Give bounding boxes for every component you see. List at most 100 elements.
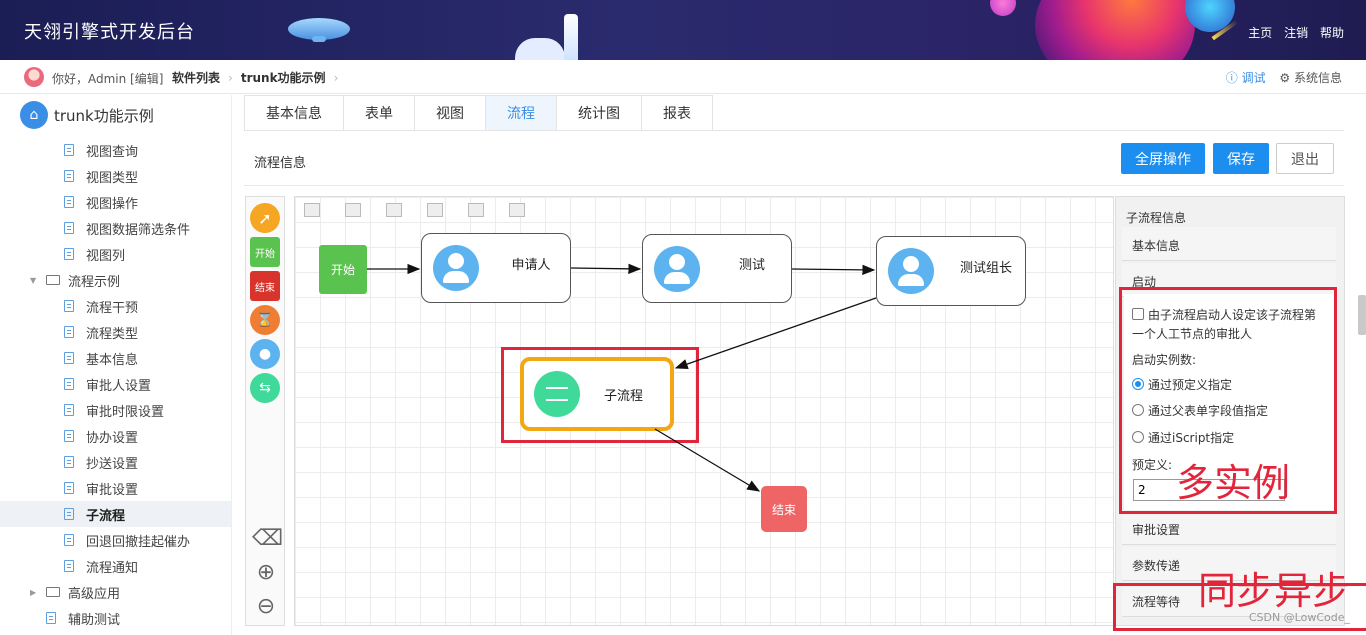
caret-right-icon[interactable]: ▶ <box>30 587 37 597</box>
sidebar-item[interactable]: ▼流程示例 <box>0 267 231 293</box>
sidebar-item-label: 审批时限设置 <box>86 404 165 420</box>
radio-label: 通过父表单字段值指定 <box>1148 404 1269 418</box>
document-icon <box>64 430 74 442</box>
radio-iscript-row[interactable]: 通过iScript指定 <box>1132 429 1234 446</box>
debug-label: 调试 <box>1241 71 1266 85</box>
sidebar-item[interactable]: 回退回撤挂起催办 <box>0 527 231 553</box>
exit-button[interactable]: 退出 <box>1276 143 1334 174</box>
user-node-icon[interactable]: ● <box>250 339 280 369</box>
sidebar-item[interactable]: ▶高级应用 <box>0 579 231 605</box>
radio-parent-field[interactable] <box>1132 404 1144 416</box>
tab[interactable]: 统计图 <box>557 95 642 131</box>
chevron-right-icon: › <box>228 71 233 85</box>
tower-illustration <box>564 14 578 60</box>
sidebar-item-label: 子流程 <box>86 508 126 524</box>
flow-node-subflow[interactable]: 子流程 <box>520 357 674 431</box>
flow-node-start[interactable]: 开始 <box>319 245 367 294</box>
arrow-icon[interactable]: ➚ <box>250 203 280 233</box>
breadcrumb-software-list[interactable]: 软件列表 <box>172 71 221 85</box>
tab[interactable]: 基本信息 <box>244 95 344 131</box>
assign-checkbox-row[interactable]: 由子流程启动人设定该子流程第 <box>1132 306 1316 323</box>
sidebar-item[interactable]: 基本信息 <box>0 345 231 371</box>
radio-predefined-row[interactable]: 通过预定义指定 <box>1132 376 1232 393</box>
align-top-icon[interactable] <box>427 203 443 217</box>
sidebar-item[interactable]: 流程类型 <box>0 319 231 345</box>
save-button[interactable]: 保存 <box>1213 143 1269 174</box>
radio-parent-field-row[interactable]: 通过父表单字段值指定 <box>1132 402 1268 419</box>
sidebar-item-label: 视图数据筛选条件 <box>86 222 191 238</box>
align-center-icon[interactable] <box>345 203 361 217</box>
document-icon <box>64 326 74 338</box>
planet-illustration <box>990 0 1016 16</box>
system-info-label: 系统信息 <box>1293 71 1342 85</box>
sidebar-item[interactable]: 协办设置 <box>0 423 231 449</box>
flow-node-leader[interactable]: 测试组长 <box>876 236 1026 306</box>
flow-node-test[interactable]: 测试 <box>642 234 792 303</box>
node-palette: ➚ 开始 结束 ⌛ ● ⇆ ⌫ ⊕ ⊖ <box>245 196 285 626</box>
flow-node-end[interactable]: 结束 <box>761 486 807 532</box>
panel-section-approval[interactable]: 审批设置 <box>1122 511 1336 545</box>
help-link[interactable]: 帮助 <box>1319 26 1344 40</box>
sidebar-item[interactable]: 视图类型 <box>0 163 231 189</box>
radio-predefined[interactable] <box>1132 378 1144 390</box>
panel-section-params[interactable]: 参数传递 <box>1122 547 1336 581</box>
sidebar-item-label: 视图类型 <box>86 170 139 186</box>
radio-iscript[interactable] <box>1132 431 1144 443</box>
sidebar-item[interactable]: 视图列 <box>0 241 231 267</box>
document-icon <box>64 222 74 234</box>
align-bottom-icon[interactable] <box>509 203 525 217</box>
subflow-node-icon[interactable]: ⇆ <box>250 373 280 403</box>
palette-end[interactable]: 结束 <box>250 271 280 301</box>
panel-section-launch[interactable]: 启动 <box>1122 263 1336 297</box>
user-icon <box>433 245 479 291</box>
eraser-icon[interactable]: ⌫ <box>252 526 284 551</box>
sidebar-item[interactable]: 视图查询 <box>0 137 231 163</box>
panel-section-wait[interactable]: 流程等待 <box>1122 583 1336 617</box>
home-link[interactable]: 主页 <box>1248 26 1273 40</box>
sidebar-item[interactable]: 视图操作 <box>0 189 231 215</box>
sidebar-item[interactable]: 抄送设置 <box>0 449 231 475</box>
align-middle-icon[interactable] <box>468 203 484 217</box>
sidebar-item-label: 辅助测试 <box>68 612 121 628</box>
tab[interactable]: 表单 <box>344 95 415 131</box>
palette-start[interactable]: 开始 <box>250 237 280 267</box>
zoom-in-icon[interactable]: ⊕ <box>256 560 276 585</box>
align-right-icon[interactable] <box>386 203 402 217</box>
logout-link[interactable]: 注销 <box>1284 26 1309 40</box>
flow-node-applicant[interactable]: 申请人 <box>421 233 571 303</box>
divider <box>244 185 1344 186</box>
document-icon <box>64 300 74 312</box>
tab[interactable]: 流程 <box>486 95 557 131</box>
user-greeting[interactable]: 你好，Admin [编辑] <box>52 72 164 86</box>
sidebar-root[interactable]: ⌂ trunk功能示例 <box>20 100 154 130</box>
sidebar-item[interactable]: 审批时限设置 <box>0 397 231 423</box>
predefined-label: 预定义: <box>1132 458 1173 472</box>
sidebar-item[interactable]: 子流程 <box>0 501 231 527</box>
sidebar: ⌂ trunk功能示例 视图查询视图类型视图操作视图数据筛选条件视图列▼流程示例… <box>0 95 232 635</box>
breadcrumb-current[interactable]: trunk功能示例 <box>240 71 326 85</box>
section-title: 流程信息 <box>254 156 307 171</box>
avatar[interactable] <box>24 67 44 87</box>
sidebar-item[interactable]: 审批设置 <box>0 475 231 501</box>
sidebar-item[interactable]: 流程通知 <box>0 553 231 579</box>
panel-section-basic[interactable]: 基本信息 <box>1122 227 1336 261</box>
tab[interactable]: 报表 <box>642 95 713 131</box>
side-scroll-handle[interactable] <box>1358 295 1366 335</box>
sidebar-item[interactable]: 视图数据筛选条件 <box>0 215 231 241</box>
caret-down-icon[interactable]: ▼ <box>30 275 37 285</box>
sidebar-item-label: 流程类型 <box>86 326 139 342</box>
gear-icon: ⚙ <box>1279 71 1294 85</box>
fullscreen-button[interactable]: 全屏操作 <box>1121 143 1205 174</box>
assign-checkbox[interactable] <box>1132 308 1144 320</box>
sidebar-item[interactable]: 辅助测试 <box>0 605 231 631</box>
align-left-icon[interactable] <box>304 203 320 217</box>
sidebar-item[interactable]: 流程干预 <box>0 293 231 319</box>
sidebar-item[interactable]: 审批人设置 <box>0 371 231 397</box>
document-icon <box>64 508 74 520</box>
tab[interactable]: 视图 <box>415 95 486 131</box>
zoom-out-icon[interactable]: ⊖ <box>256 594 276 619</box>
debug-link[interactable]: ⓘ 调试 <box>1226 71 1266 85</box>
predefined-input[interactable] <box>1133 479 1285 501</box>
hourglass-icon[interactable]: ⌛ <box>250 305 280 335</box>
system-info-link[interactable]: ⚙ 系统信息 <box>1279 71 1342 85</box>
